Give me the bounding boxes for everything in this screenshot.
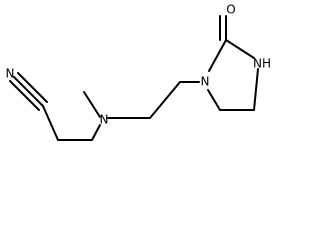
ring-nh-label: NH (253, 57, 271, 71)
molecule-structure-diagram: N N N NH O (6, 3, 271, 141)
nitrile-triple-bond-line-1 (13, 76, 44, 107)
carbonyl-oxygen-label: O (226, 3, 235, 17)
carbonyl-to-ring-nh-bond (225, 39, 255, 59)
nitrile-triple-bond-line-2 (17, 72, 48, 103)
bonds (9, 15, 259, 141)
ethylene-to-ring-bond (149, 81, 181, 119)
nitrile-carbon-to-ch2-bond (42, 105, 59, 141)
tertiary-amine-nitrogen-label: N (100, 113, 109, 127)
nitrile-triple-bond-line-3 (9, 80, 40, 111)
ring-nh-to-ch2-bond (253, 68, 259, 111)
ch2-to-amine-bond (91, 124, 101, 141)
nitrile-nitrogen-label: N (6, 67, 15, 81)
amine-to-methyl-bond (83, 91, 101, 118)
ring-n1-to-carbonyl-bond (208, 39, 227, 72)
ring-nitrogen-1-label: N (201, 75, 210, 89)
ring-ch2-to-n1-bond (207, 89, 221, 111)
atom-labels: N N N NH O (6, 3, 271, 127)
